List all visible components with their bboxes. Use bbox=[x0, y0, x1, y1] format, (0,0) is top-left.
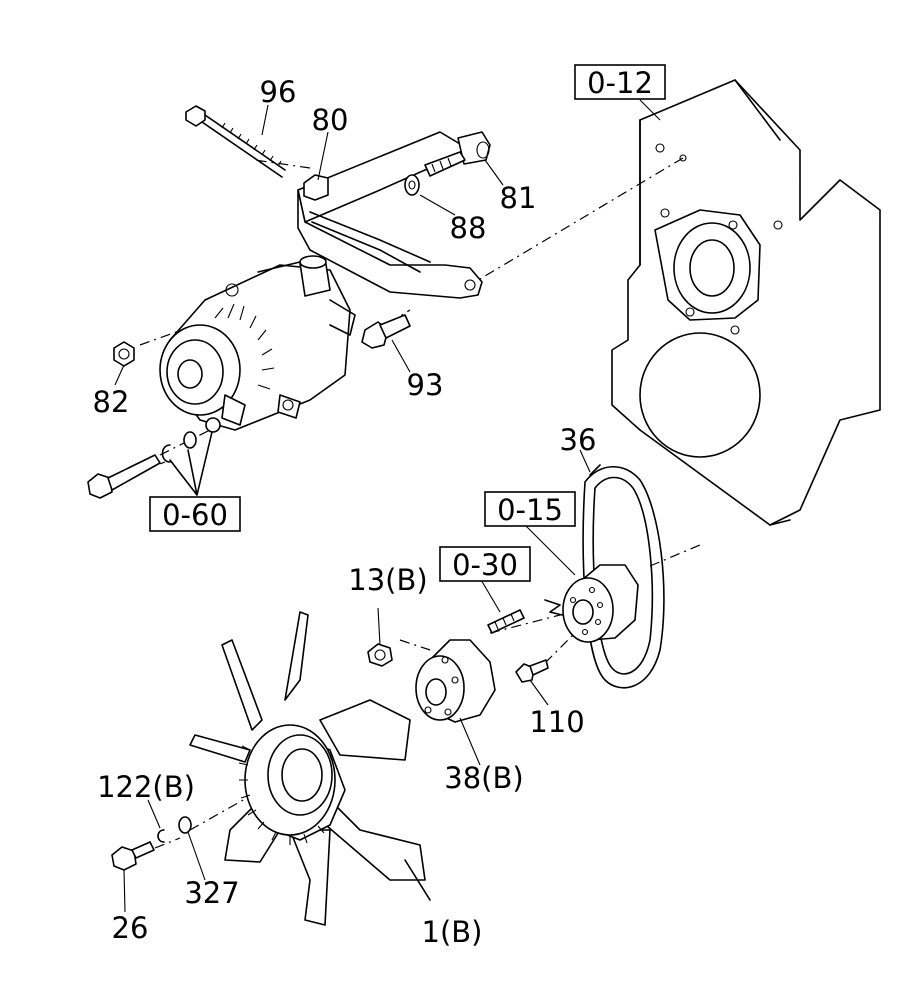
ref-label-0-15: 0-15 bbox=[497, 493, 563, 527]
long-bolt-96 bbox=[185, 105, 286, 178]
engine-block bbox=[611, 79, 881, 526]
part-label-26: 26 bbox=[112, 911, 149, 945]
ref-box-0-15[interactable]: 0-15 bbox=[484, 491, 576, 527]
ref-box-0-12[interactable]: 0-12 bbox=[574, 64, 666, 100]
adjusting-bracket bbox=[297, 131, 483, 299]
part-label-96: 96 bbox=[260, 75, 297, 109]
bolt-110 bbox=[515, 659, 549, 683]
part-label-88: 88 bbox=[450, 211, 487, 245]
bolt-93 bbox=[361, 314, 411, 349]
part-label-82: 82 bbox=[93, 385, 130, 419]
part-label-38b: 38(B) bbox=[444, 761, 523, 795]
nut-13b bbox=[367, 643, 393, 667]
leader-lines bbox=[114, 99, 661, 913]
part-label-93: 93 bbox=[407, 368, 444, 402]
bolt-81 bbox=[424, 131, 491, 177]
part-label-327: 327 bbox=[184, 876, 239, 910]
part-label-36: 36 bbox=[560, 423, 597, 457]
washer-88 bbox=[404, 174, 420, 196]
part-label-80: 80 bbox=[312, 103, 349, 137]
pulley-hub bbox=[544, 564, 639, 643]
ref-box-0-30[interactable]: 0-30 bbox=[439, 546, 531, 582]
part-label-13b: 13(B) bbox=[348, 563, 427, 597]
cooling-fan bbox=[189, 611, 431, 926]
nut-82 bbox=[113, 341, 135, 367]
part-label-81: 81 bbox=[500, 181, 537, 215]
ref-label-0-12: 0-12 bbox=[587, 66, 653, 100]
stud bbox=[487, 609, 525, 634]
alternator-mount-bolt bbox=[87, 431, 197, 499]
ref-label-0-60: 0-60 bbox=[162, 498, 228, 532]
ref-label-0-30: 0-30 bbox=[452, 548, 518, 582]
washer-327 bbox=[178, 816, 192, 834]
fan-spacer bbox=[415, 639, 496, 723]
part-label-122b: 122(B) bbox=[97, 770, 195, 804]
part-label-1b: 1(B) bbox=[422, 915, 483, 949]
center-lines bbox=[139, 139, 701, 849]
ref-box-0-60[interactable]: 0-60 bbox=[149, 496, 241, 532]
fan-bolt-26 bbox=[111, 841, 155, 871]
clip-122b bbox=[157, 829, 165, 843]
part-label-110: 110 bbox=[529, 705, 584, 739]
alternator bbox=[159, 255, 356, 433]
